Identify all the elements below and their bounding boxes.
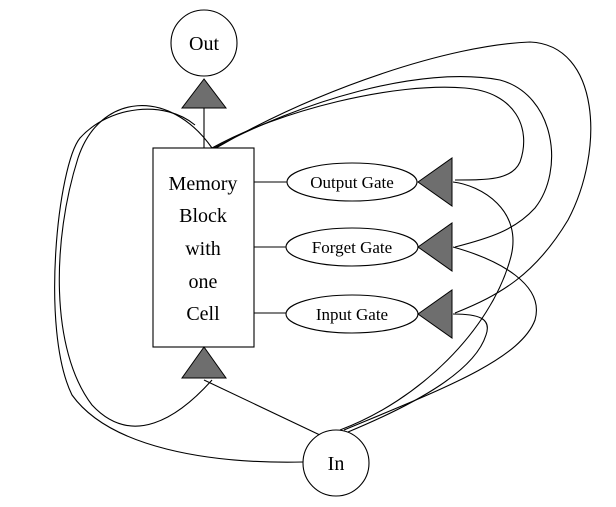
memory-block-line-5: Cell: [186, 303, 220, 325]
out-triangle: [180, 78, 228, 109]
memory-block-line-1: Memory: [169, 173, 238, 195]
memory-block-line-3: with: [185, 238, 221, 260]
recurrent-to-output-gate: [211, 86, 525, 181]
output-gate-node: Output Gate: [286, 162, 418, 202]
in-node: In: [302, 429, 370, 497]
outer-left-loop: [58, 105, 213, 427]
recurrent-to-forget-gate: [213, 76, 553, 248]
in-to-forget-gate: [343, 246, 537, 431]
forget-gate-node: Forget Gate: [285, 227, 419, 267]
memory-block-line-4: one: [189, 271, 218, 293]
forget-gate-triangle: [417, 222, 453, 272]
memory-block: Memory Block with one Cell: [152, 147, 255, 348]
in-to-block-wire: [203, 379, 323, 437]
in-label: In: [328, 453, 345, 475]
forget-gate-label: Forget Gate: [312, 238, 392, 257]
connection-wires: [54, 41, 592, 463]
output-gate-triangle: [417, 157, 453, 207]
input-gate-triangle: [417, 289, 453, 339]
out-label: Out: [189, 33, 219, 55]
block-input-triangle: [181, 346, 227, 379]
recurrent-to-input-gate: [215, 41, 592, 314]
in-left-loop: [54, 108, 304, 463]
out-node: Out: [170, 9, 238, 77]
memory-block-line-2: Block: [179, 205, 227, 227]
input-gate-label: Input Gate: [316, 305, 388, 324]
output-gate-label: Output Gate: [310, 173, 394, 192]
in-to-output-gate: [339, 181, 514, 431]
in-to-input-gate: [347, 313, 488, 433]
input-gate-node: Input Gate: [285, 294, 419, 334]
